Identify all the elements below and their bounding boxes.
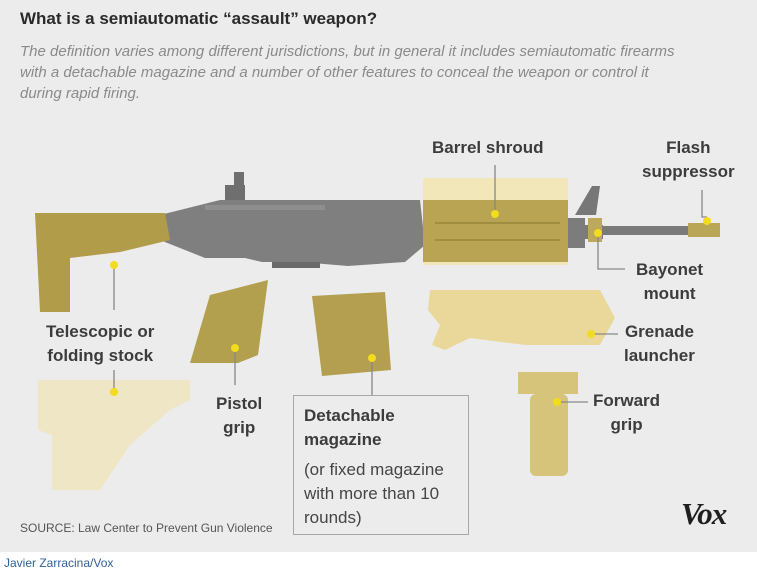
infographic-subtitle: The definition varies among different ju… xyxy=(20,43,675,102)
label-barrel-shroud: Barrel shroud xyxy=(432,138,544,157)
source-note: SOURCE: Law Center to Prevent Gun Violen… xyxy=(20,521,273,535)
pistol-grip-part xyxy=(190,280,268,363)
markers xyxy=(110,210,711,406)
label-detachable-magazine-box: Detachable magazine (or fixed magazine w… xyxy=(293,395,469,535)
label-pistol-grip: Pistol grip xyxy=(216,394,263,437)
label-grenade-launcher: Grenade launcher xyxy=(624,322,695,365)
vox-logo: Vox xyxy=(681,496,727,531)
label-forward-grip: Forward grip xyxy=(593,391,661,434)
image-credit: Javier Zarracina/Vox xyxy=(4,556,114,570)
infographic-panel xyxy=(0,0,757,552)
folding-stock-part xyxy=(38,380,190,490)
label-telescopic-stock: Telescopic or folding stock xyxy=(46,322,155,365)
magazine-part xyxy=(312,292,391,376)
label-detachable-magazine: Detachable magazine xyxy=(304,406,395,449)
forward-grip-part xyxy=(518,372,578,394)
flash-suppressor-part xyxy=(688,223,720,237)
infographic-title: What is a semiautomatic “assault” weapon… xyxy=(20,9,378,28)
stock-part xyxy=(35,213,170,312)
label-bayonet-mount: Bayonet mount xyxy=(636,260,704,303)
leader-lines xyxy=(113,165,707,403)
detachable-magazine-note: (or fixed magazine with more than 10 rou… xyxy=(304,460,444,527)
grenade-launcher-part xyxy=(428,290,615,350)
rifle-illustration xyxy=(160,172,688,268)
label-flash-suppressor: Flash suppressor xyxy=(642,138,735,181)
highlighted-parts xyxy=(35,178,720,490)
